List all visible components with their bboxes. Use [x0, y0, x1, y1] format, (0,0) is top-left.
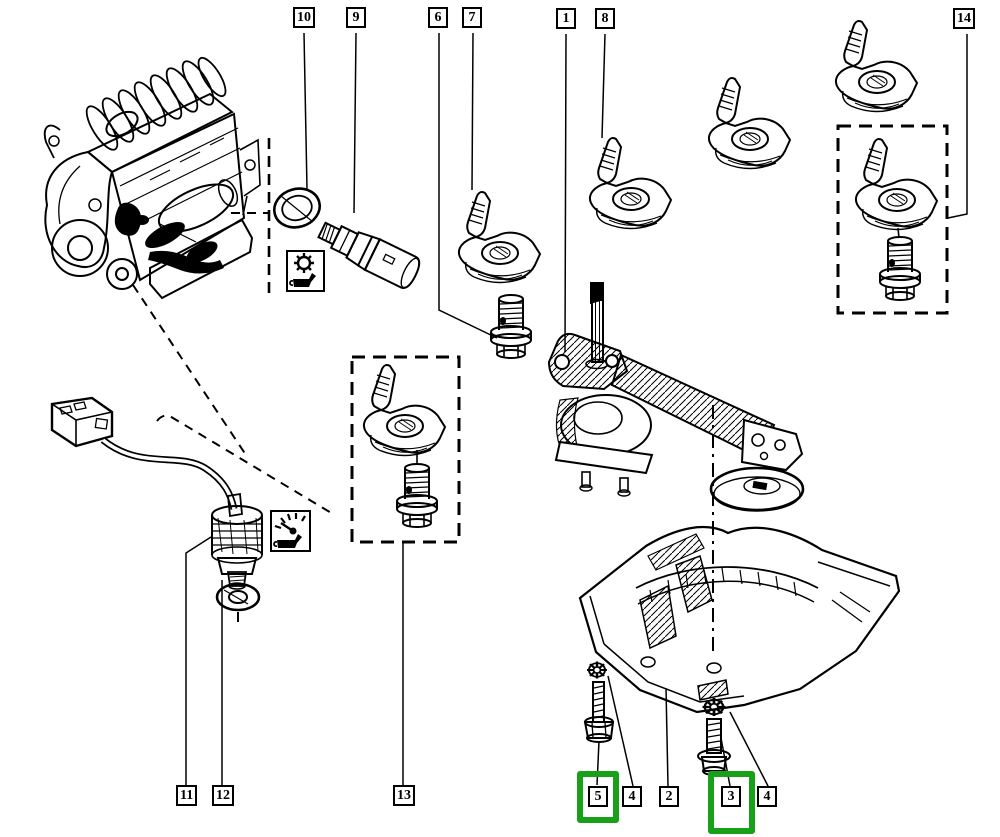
callout-5[interactable]: 5 — [588, 786, 608, 807]
oil-pressure-switch — [317, 221, 421, 289]
kit-box-14 — [836, 124, 949, 315]
oil-pump-assembly — [547, 282, 805, 512]
threaded-fitting-6 — [490, 294, 532, 359]
callout-3[interactable]: 3 — [721, 786, 741, 807]
baffle-plate — [578, 526, 901, 714]
clamp-bracket-top-right — [834, 20, 918, 113]
highlight-box-callout-3 — [708, 771, 755, 834]
oil-pressure-gauge-icon — [270, 510, 311, 552]
oil-pressure-warning-lamp-icon — [286, 250, 325, 292]
callout-4-right[interactable]: 4 — [757, 786, 777, 807]
callout-6[interactable]: 6 — [428, 7, 448, 28]
callout-11[interactable]: 11 — [176, 785, 198, 806]
seal-ring — [272, 187, 322, 229]
oil-pressure-sensor — [50, 396, 263, 590]
callout-4-left[interactable]: 4 — [622, 786, 642, 807]
callout-2[interactable]: 2 — [659, 786, 679, 807]
callout-7[interactable]: 7 — [462, 7, 482, 28]
leader-lines — [185, 32, 968, 787]
clamp-bracket-kit-14 — [854, 138, 938, 231]
sensor-washer — [215, 582, 261, 622]
clamp-bracket-7 — [457, 191, 541, 284]
clamp-bracket-kit-13 — [362, 364, 446, 457]
callout-12[interactable]: 12 — [212, 785, 234, 806]
callout-9[interactable]: 9 — [346, 7, 366, 28]
bolt-5-and-washer — [583, 660, 615, 743]
callout-13[interactable]: 13 — [393, 785, 415, 806]
highlight-box-callout-5 — [577, 771, 619, 823]
clamp-bracket-8 — [588, 137, 672, 230]
callout-14[interactable]: 14 — [953, 8, 975, 29]
callout-8[interactable]: 8 — [595, 8, 615, 29]
threaded-fitting-kit-14 — [879, 236, 921, 301]
callout-1[interactable]: 1 — [556, 8, 576, 29]
callout-10[interactable]: 10 — [293, 7, 315, 28]
engine-drawing — [43, 56, 261, 300]
clamp-bracket-middle — [707, 77, 791, 170]
reference-dashed-lines — [132, 138, 334, 515]
threaded-fitting-kit-13 — [396, 463, 438, 528]
